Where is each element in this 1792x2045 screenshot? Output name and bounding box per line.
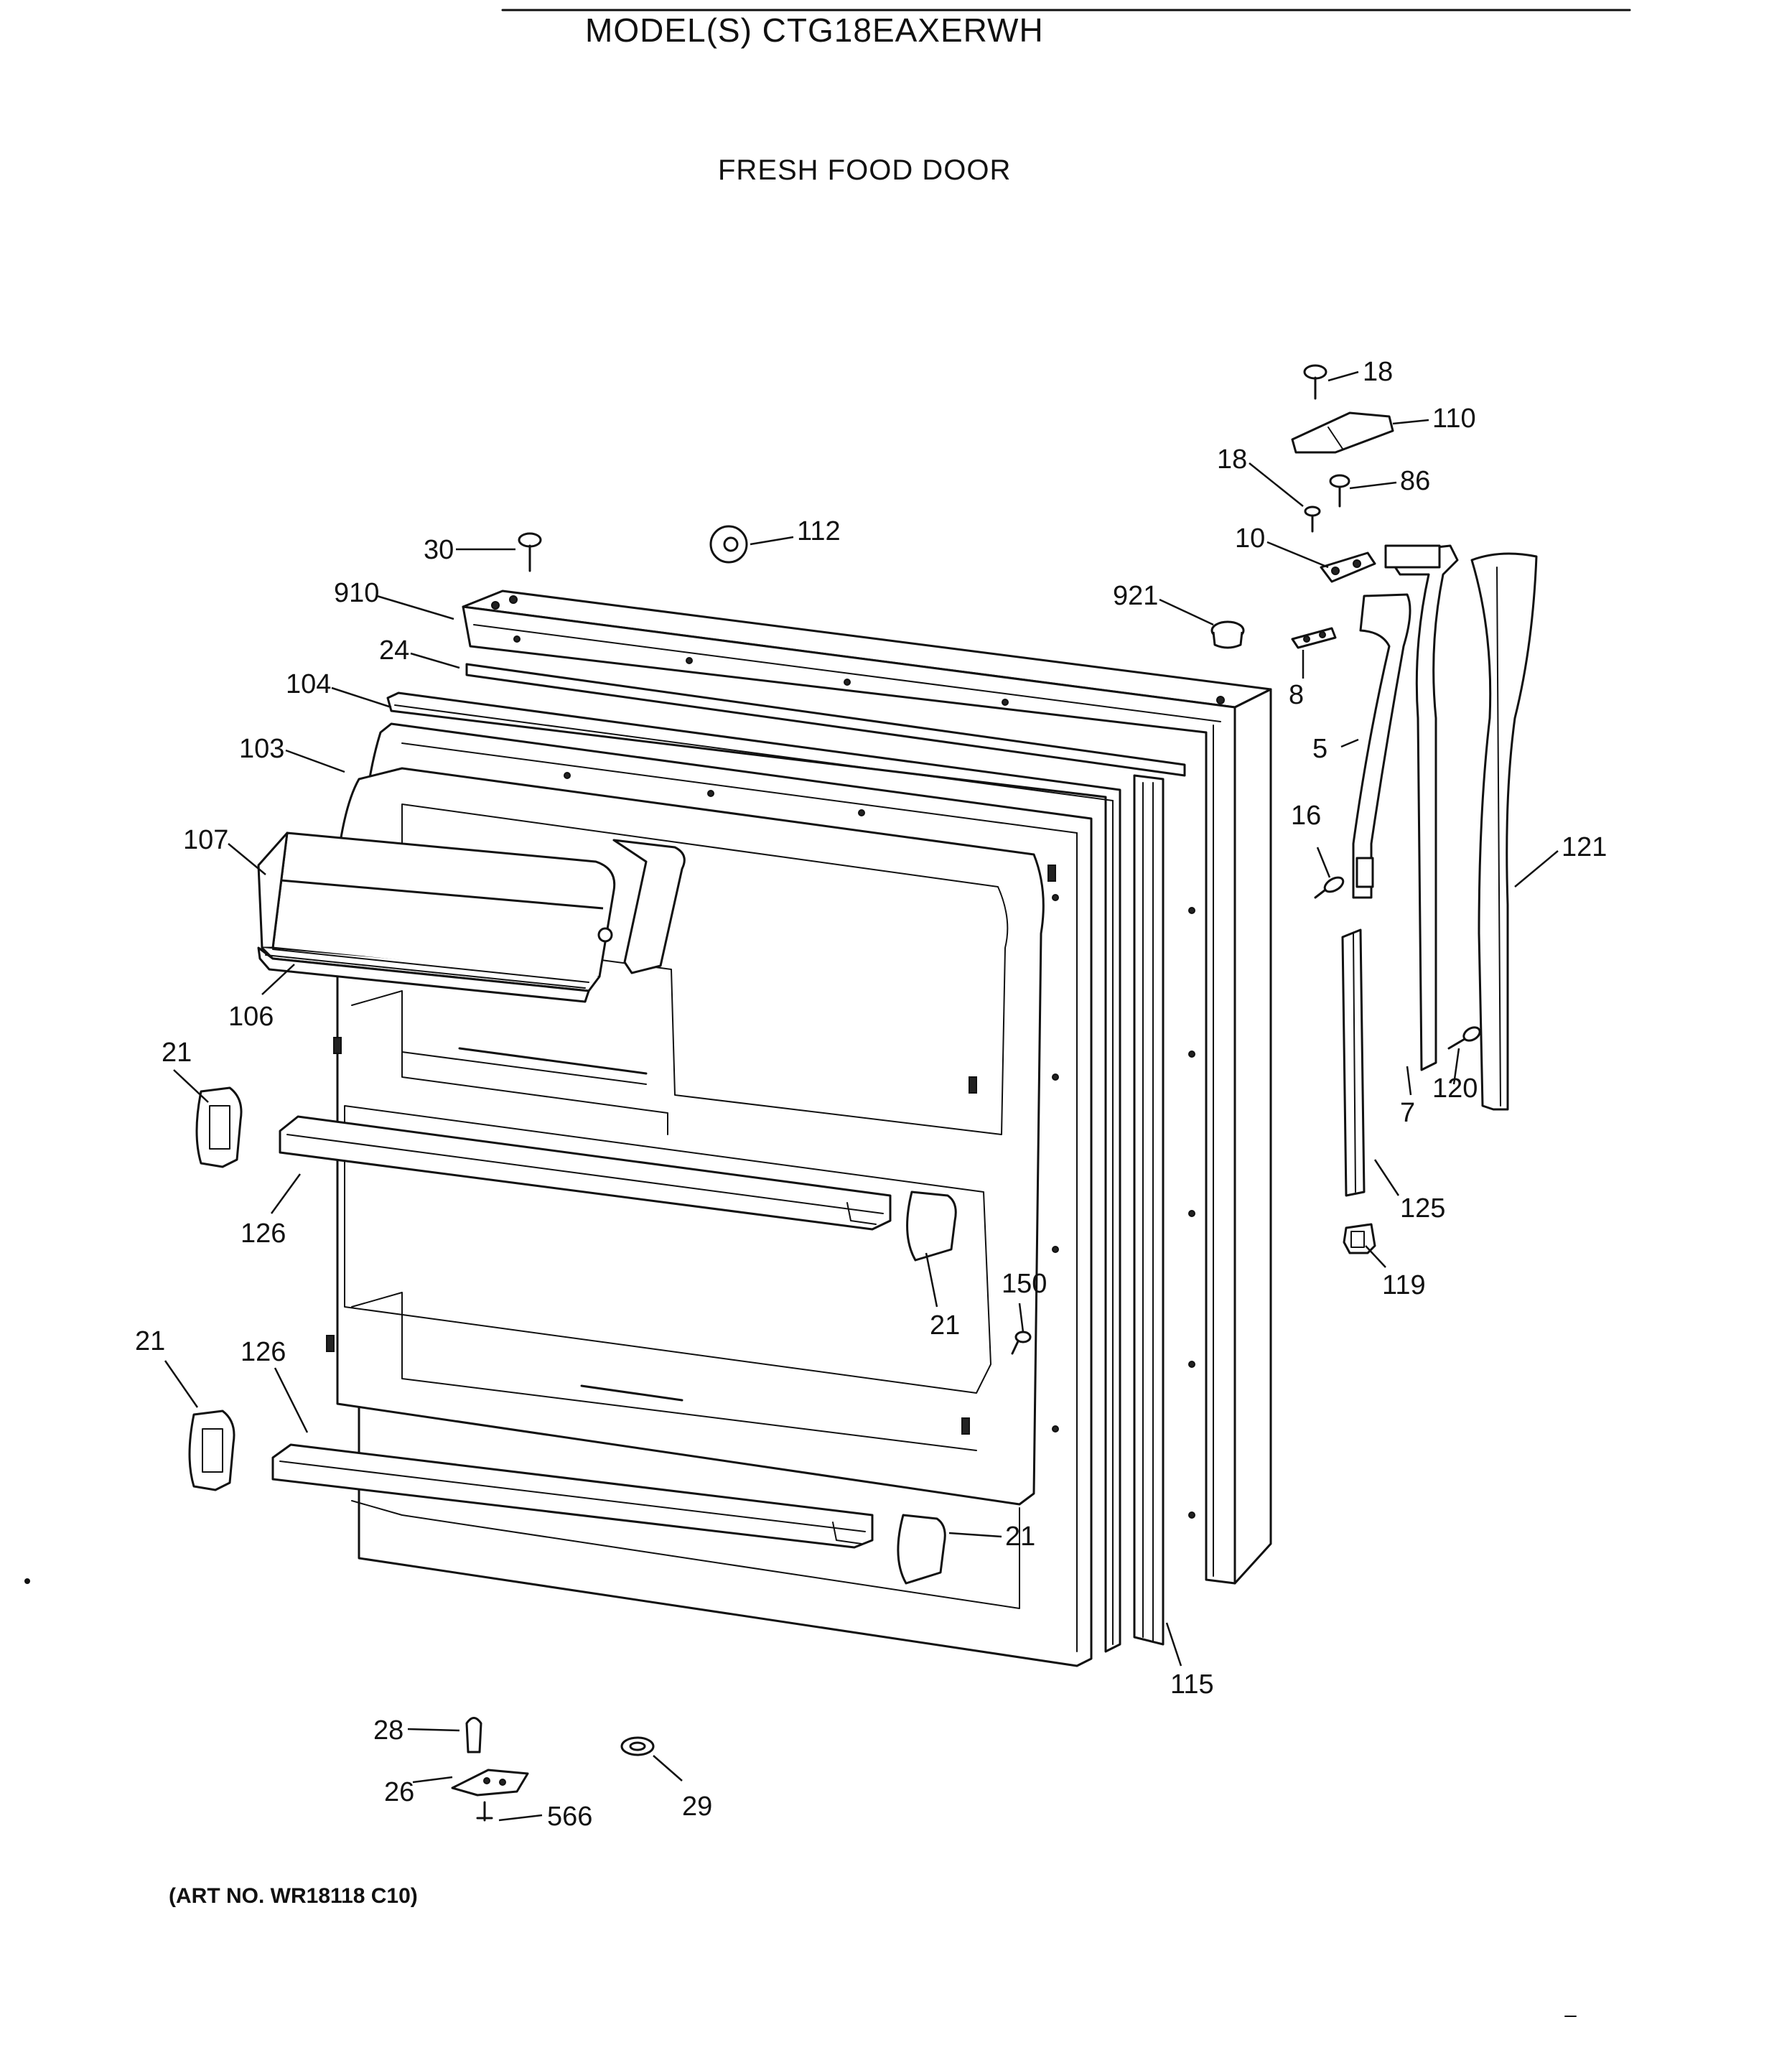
- pin-28: [465, 1717, 482, 1753]
- section-title: FRESH FOOD DOOR: [718, 154, 1011, 186]
- leader-lines: [164, 371, 1559, 1822]
- screw-18b: [1304, 506, 1321, 533]
- callout-24: 24: [379, 635, 409, 666]
- callout-5: 5: [1312, 734, 1327, 764]
- model-title: MODEL(S) CTG18EAXERWH: [585, 11, 1044, 49]
- callout-30: 30: [424, 535, 454, 565]
- gasket-115: [1133, 774, 1165, 1646]
- callout-8: 8: [1289, 680, 1304, 710]
- callout-7: 7: [1400, 1098, 1415, 1128]
- callout-566: 566: [547, 1802, 592, 1832]
- callout-21-lower-left: 21: [135, 1326, 165, 1356]
- gasket-104: [386, 691, 1121, 1653]
- door-shelf-bar-126b: [271, 1443, 874, 1549]
- callout-104: 104: [286, 669, 331, 699]
- callout-29: 29: [682, 1792, 712, 1822]
- shelf-end-cap-21-upper-right: [906, 1191, 957, 1262]
- shelf-end-cap-21-lower-right: [897, 1514, 946, 1585]
- screw-30: [518, 532, 542, 572]
- callout-120: 120: [1432, 1073, 1478, 1104]
- callout-921: 921: [1113, 581, 1158, 611]
- hinge-plate-26: [451, 1769, 529, 1797]
- hinge-bracket-10: [1320, 551, 1376, 583]
- callout-26: 26: [384, 1777, 414, 1807]
- door-shelf-bar-126a: [279, 1115, 892, 1231]
- bushing-29: [620, 1736, 655, 1756]
- screw-566: [476, 1801, 493, 1822]
- door-outer-panel-910: [462, 590, 1272, 1585]
- shelf-end-cap-21-lower-left: [188, 1410, 235, 1491]
- callout-labels: 18 110 18 86 10 30 112 921 910 8 24 104 …: [135, 357, 1607, 1832]
- callout-910: 910: [334, 578, 379, 608]
- callout-21-upper-right: 21: [930, 1310, 960, 1341]
- callout-112: 112: [797, 516, 841, 546]
- handle-insert-125: [1341, 928, 1366, 1197]
- callout-115: 115: [1170, 1669, 1214, 1700]
- callout-16: 16: [1291, 801, 1321, 831]
- hinge-cover-110: [1291, 411, 1394, 454]
- callout-107: 107: [183, 825, 228, 855]
- plug-112: [709, 525, 748, 564]
- door-foam-strip-24: [465, 663, 1186, 777]
- screw-18a: [1303, 364, 1327, 400]
- hinge-pin-bracket-8: [1291, 627, 1337, 649]
- callout-21-lower-right: 21: [1005, 1522, 1035, 1552]
- dairy-door-106: [257, 946, 590, 1003]
- handle-end-cap-119: [1343, 1223, 1376, 1254]
- art-number: (ART NO. WR18118 C10): [169, 1884, 418, 1908]
- handle-mount-5: [1352, 593, 1411, 899]
- scan-speck: [24, 1578, 30, 1584]
- callout-150: 150: [1002, 1269, 1047, 1299]
- callout-106: 106: [228, 1002, 274, 1032]
- callout-21-upper-left: 21: [162, 1038, 192, 1068]
- callout-121: 121: [1562, 832, 1607, 862]
- callout-18-top: 18: [1363, 357, 1393, 387]
- callout-126-lower: 126: [241, 1337, 286, 1367]
- callout-103: 103: [239, 734, 284, 764]
- handle-cover-121: [1470, 552, 1538, 1111]
- callout-119: 119: [1382, 1270, 1426, 1300]
- screw-120: [1447, 1026, 1481, 1050]
- screw-86: [1329, 474, 1350, 508]
- callout-126-upper: 126: [241, 1219, 286, 1249]
- callout-110: 110: [1432, 404, 1476, 434]
- plug-921: [1210, 620, 1245, 649]
- callout-10: 10: [1235, 523, 1265, 554]
- callout-18-lower: 18: [1217, 444, 1247, 475]
- shelf-end-cap-21-upper-left: [195, 1086, 243, 1168]
- handle-7: [1384, 544, 1459, 1071]
- callout-125: 125: [1400, 1193, 1445, 1224]
- callout-86: 86: [1400, 466, 1430, 496]
- screw-16: [1314, 876, 1345, 899]
- callout-28: 28: [373, 1715, 403, 1746]
